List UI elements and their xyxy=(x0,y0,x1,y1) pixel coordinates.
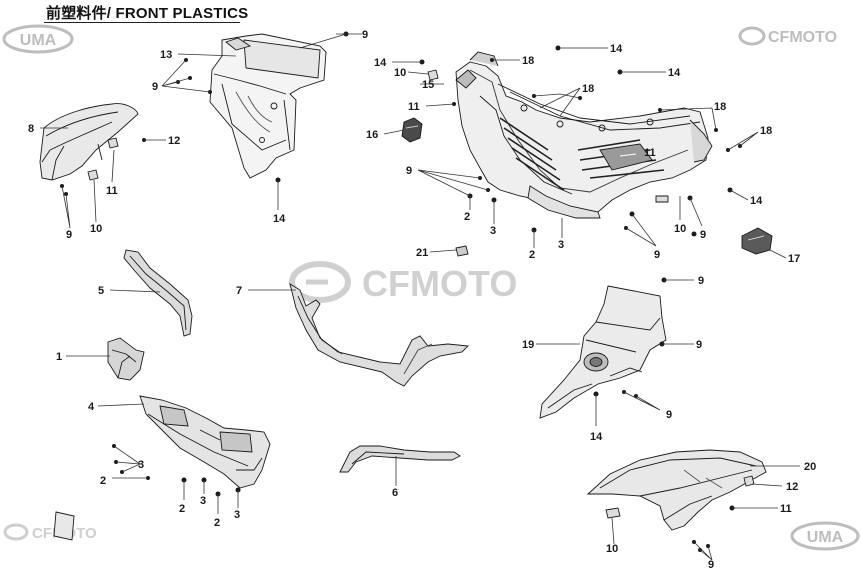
callout-6: 6 xyxy=(392,487,398,499)
callout-9: 9 xyxy=(666,409,672,421)
cfmoto-logo-text: CFMOTO xyxy=(768,29,837,46)
uma-logo-bottom-right: UMA xyxy=(790,520,860,557)
callout-21: 21 xyxy=(416,247,428,259)
callout-9: 9 xyxy=(362,29,368,41)
callout-9: 9 xyxy=(698,275,704,287)
callout-9: 9 xyxy=(700,229,706,241)
part-19-side-panel xyxy=(539,285,667,419)
main-front-frame xyxy=(455,51,713,219)
callout-16: 16 xyxy=(366,129,378,141)
cfmoto-logo-top-right: CFMOTO xyxy=(738,25,860,52)
part-4-lower-front-panel xyxy=(139,395,271,489)
callout-11: 11 xyxy=(644,147,656,159)
callout-18: 18 xyxy=(760,125,772,137)
leader-lines xyxy=(40,33,800,561)
callout-14: 14 xyxy=(590,431,603,443)
callout-17: 17 xyxy=(788,253,800,265)
callout-7: 7 xyxy=(236,285,242,297)
title-underline xyxy=(44,22,240,23)
callout-2: 2 xyxy=(464,211,470,223)
part-5-trim-strip xyxy=(123,249,193,337)
callout-12: 12 xyxy=(786,481,798,493)
callout-3: 3 xyxy=(138,459,144,471)
callout-12: 12 xyxy=(168,135,180,147)
callout-14: 14 xyxy=(273,213,286,225)
page-title: 前塑料件/ FRONT PLASTICS xyxy=(46,5,249,22)
callout-10: 10 xyxy=(606,543,618,555)
callout-3: 3 xyxy=(490,225,496,237)
callout-15: 15 xyxy=(422,79,434,91)
callout-20: 20 xyxy=(804,461,816,473)
callout-4: 4 xyxy=(88,401,95,413)
uma-logo-text: UMA xyxy=(20,32,57,49)
callout-9: 9 xyxy=(696,339,702,351)
callout-2: 2 xyxy=(179,503,185,515)
part-6-lower-trim xyxy=(339,445,461,473)
callout-18: 18 xyxy=(714,101,726,113)
uma-logo-text: UMA xyxy=(807,529,844,546)
cfmoto-watermark-text: CFMOTO xyxy=(362,263,517,304)
callout-11: 11 xyxy=(106,185,118,197)
callout-10: 10 xyxy=(394,67,406,79)
callout-14: 14 xyxy=(668,67,681,79)
callout-5: 5 xyxy=(98,285,104,297)
callout-10: 10 xyxy=(674,223,686,235)
callout-11: 11 xyxy=(408,101,420,113)
callout-2: 2 xyxy=(214,517,220,529)
callout-1: 1 xyxy=(56,351,62,363)
callout-9: 9 xyxy=(406,165,412,177)
callout-labels: 13 9 9 14 8 12 11 10 9 14 10 15 11 16 18… xyxy=(28,29,816,571)
callout-10: 10 xyxy=(90,223,102,235)
uma-logo-top-left: UMA xyxy=(2,24,74,59)
part-16-clip-block xyxy=(401,117,423,143)
callout-3: 3 xyxy=(234,509,240,521)
callout-3: 3 xyxy=(200,495,206,507)
callout-9: 9 xyxy=(66,229,72,241)
callout-13: 13 xyxy=(160,49,172,61)
callout-14: 14 xyxy=(750,195,763,207)
cfmoto-watermark-center: CFMOTO xyxy=(288,258,568,311)
part-17-bracket xyxy=(741,227,773,255)
part-8-left-fender xyxy=(39,103,139,181)
callout-18: 18 xyxy=(582,83,594,95)
callout-9: 9 xyxy=(152,81,158,93)
callout-2: 2 xyxy=(529,249,535,261)
part-1-small-bracket xyxy=(107,337,145,381)
part-21-fastener-plate xyxy=(455,245,469,257)
callout-14: 14 xyxy=(610,43,623,55)
callout-11: 11 xyxy=(780,503,792,515)
callout-14: 14 xyxy=(374,57,387,69)
callout-9: 9 xyxy=(708,559,714,571)
callout-19: 19 xyxy=(522,339,534,351)
callout-2: 2 xyxy=(100,475,106,487)
callout-8: 8 xyxy=(28,123,34,135)
callout-18: 18 xyxy=(522,55,534,67)
callout-3: 3 xyxy=(558,239,564,251)
part-7-center-trim xyxy=(289,283,469,387)
part-13-headlight-housing xyxy=(209,33,327,179)
callout-9: 9 xyxy=(654,249,660,261)
part-20-right-fender xyxy=(586,449,767,531)
